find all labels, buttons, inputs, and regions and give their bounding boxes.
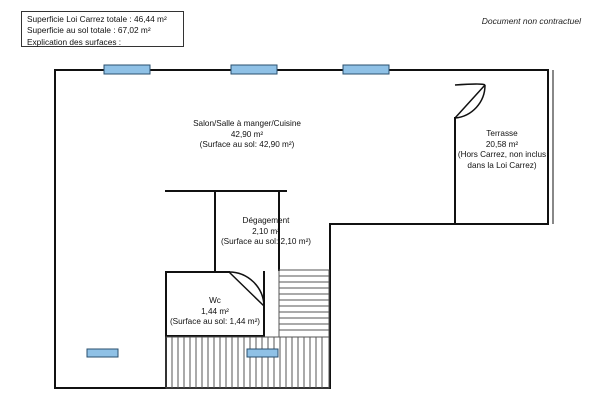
terrasse-area: 20,58 m²: [485, 139, 519, 149]
skylight-1: [86, 348, 119, 358]
window-2: [230, 64, 278, 75]
window-1: [103, 64, 151, 75]
room-salon: Salon/Salle à manger/Cuisine 42,90 m² (S…: [167, 119, 327, 151]
wc-area: 1,44 m²: [201, 306, 229, 316]
skylight-2: [246, 348, 279, 358]
terrasse-name: Terrasse: [486, 129, 518, 138]
room-wc: Wc 1,44 m² (Surface au sol: 1,44 m²): [158, 296, 272, 328]
room-degagement: Dégagement 2,10 m² (Surface au sol: 2,10…: [206, 216, 326, 248]
stairs-upper: [278, 269, 330, 338]
terrasse-note1: (Hors Carrez, non inclus: [457, 150, 547, 160]
salon-area: 42,90 m²: [230, 129, 264, 139]
ground-total: Superficie au sol totale : 67,02 m²: [27, 25, 151, 36]
outer-wall: [54, 69, 549, 389]
wc-floor: (Surface au sol: 1,44 m²): [169, 317, 261, 327]
terrasse-note2: dans la Loi Carrez): [467, 160, 537, 170]
wc-name: Wc: [209, 296, 221, 305]
terrace-door: [454, 83, 486, 119]
document-note: Document non contractuel: [481, 16, 581, 26]
degagement-name: Dégagement: [242, 216, 290, 225]
window-3: [342, 64, 390, 75]
salon-name: Salon/Salle à manger/Cuisine: [193, 119, 301, 128]
surface-info-box: Superficie Loi Carrez totale : 46,44 m² …: [21, 11, 184, 47]
degagement-area: 2,10 m²: [252, 226, 280, 236]
degagement-floor: (Surface au sol: 2,10 m²): [220, 237, 312, 247]
room-terrasse: Terrasse 20,58 m² (Hors Carrez, non incl…: [448, 129, 556, 171]
surfaces-explanation: Explication des surfaces :: [27, 36, 122, 47]
wc-door: [228, 271, 265, 307]
stairs-lower: [165, 336, 330, 389]
carrez-total: Superficie Loi Carrez totale : 46,44 m²: [27, 14, 167, 24]
salon-floor: (Surface au sol: 42,90 m²): [199, 140, 295, 150]
